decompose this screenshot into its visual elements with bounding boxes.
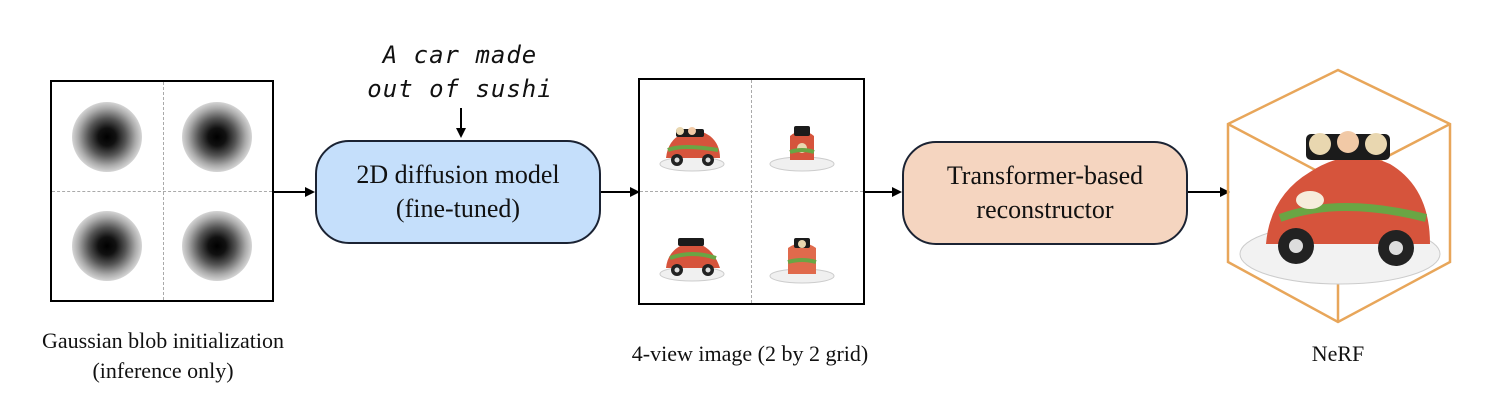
text-prompt: A car made out of sushi — [340, 38, 580, 106]
grid-divider-horizontal — [640, 191, 863, 192]
prompt-line2: out of sushi — [367, 75, 553, 103]
gaussian-blob-panel — [50, 80, 274, 302]
four-view-image — [638, 78, 865, 305]
nerf-cube — [1226, 68, 1452, 324]
multiview-caption: 4-view image (2 by 2 grid) — [631, 341, 869, 366]
gaussian-caption: Gaussian blob initialization (inference … — [0, 326, 326, 386]
reconstructor-label-line2: reconstructor — [976, 195, 1114, 224]
sushi-car-view-back — [659, 238, 725, 282]
sushi-car-view-rear — [769, 238, 835, 284]
reconstructor-box: Transformer-based reconstructor — [902, 141, 1188, 245]
gaussian-blob — [72, 211, 142, 281]
gaussian-blob — [182, 102, 252, 172]
diffusion-model-box: 2D diffusion model (fine-tuned) — [315, 140, 601, 244]
gaussian-caption-line1: Gaussian blob initialization — [42, 328, 284, 353]
sushi-car-view-front — [769, 126, 835, 172]
sushi-car-views — [659, 126, 835, 284]
diffusion-label-line1: 2D diffusion model — [356, 160, 560, 189]
prompt-line1: A car made — [382, 41, 538, 69]
nerf-caption: NeRF — [1311, 341, 1365, 366]
sushi-car-view-side — [659, 127, 725, 172]
gaussian-blob — [182, 211, 252, 281]
reconstructor-label-line1: Transformer-based — [946, 161, 1144, 190]
grid-divider-horizontal — [52, 191, 272, 192]
diffusion-label-line2: (fine-tuned) — [395, 194, 521, 223]
gaussian-caption-line2: (inference only) — [92, 358, 234, 383]
gaussian-blob — [72, 102, 142, 172]
nerf-sushi-car — [1239, 131, 1441, 285]
